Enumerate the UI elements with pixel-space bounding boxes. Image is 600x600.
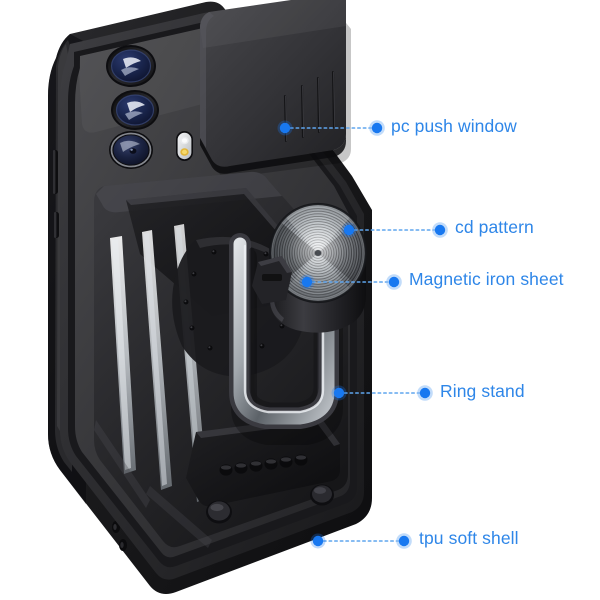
side-buttons <box>53 150 127 551</box>
armor-rivet-right <box>310 484 334 506</box>
callout-label-cd-pattern: cd pattern <box>455 217 534 237</box>
end-dot-magnetic-iron-sheet <box>388 276 400 288</box>
anchor-dot-ring-stand <box>333 387 345 399</box>
callout-label-tpu-soft-shell: tpu soft shell <box>419 528 519 548</box>
camera-lens-ultrawide <box>111 90 159 130</box>
camera-lens-wide <box>106 45 156 87</box>
callout-label-ring-stand: Ring stand <box>440 381 525 401</box>
camera-slider-cover <box>200 0 351 178</box>
end-dot-ring-stand <box>419 387 431 399</box>
ring-stand <box>229 225 343 445</box>
anchor-dot-tpu-soft-shell <box>312 535 324 547</box>
end-dot-cd-pattern <box>434 224 446 236</box>
cd-brushed-pattern <box>270 204 366 302</box>
led-flash <box>176 131 193 161</box>
callout-dots <box>277 120 448 549</box>
callout-lines <box>284 127 441 542</box>
ring-pivot-knuckle <box>252 256 292 304</box>
end-dot-pc-push-window <box>371 122 383 134</box>
end-dot-tpu-soft-shell <box>398 535 410 547</box>
cd-pattern-ring-hub <box>268 202 368 333</box>
anchor-dot-pc-push-window <box>279 122 291 134</box>
anchor-dot-cd-pattern <box>343 224 355 236</box>
camera-lens-tele <box>109 131 153 169</box>
armor-rivet-left <box>206 500 232 524</box>
callout-label-magnetic-iron-sheet: Magnetic iron sheet <box>409 269 564 289</box>
callout-label-pc-push-window: pc push window <box>391 116 517 136</box>
camera-module <box>106 45 193 169</box>
vent-holes-highlight <box>220 455 307 470</box>
anchor-dot-magnetic-iron-sheet <box>301 276 313 288</box>
